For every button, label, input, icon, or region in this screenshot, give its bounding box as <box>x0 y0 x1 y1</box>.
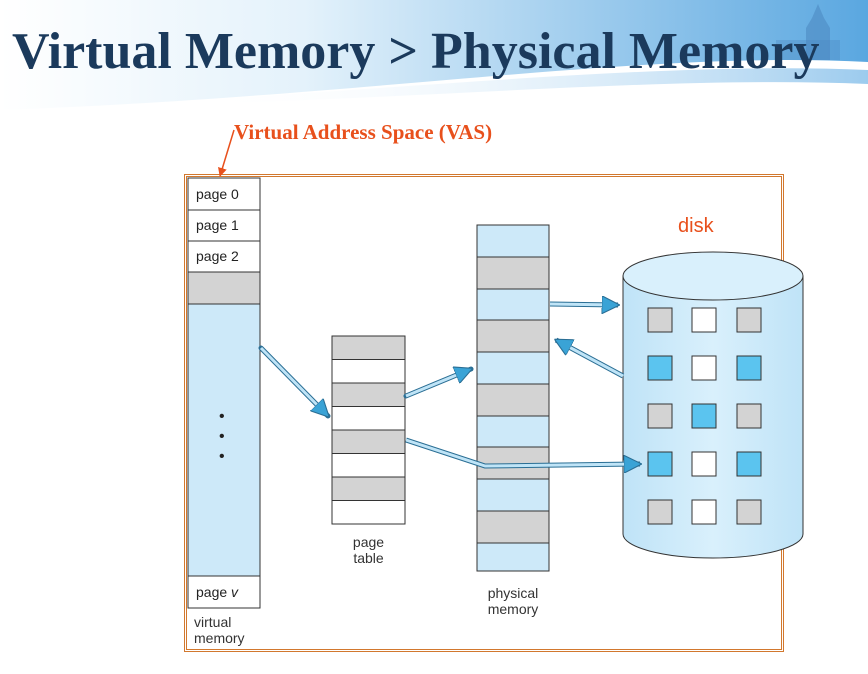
arrow-pm-to-disk <box>549 304 618 305</box>
physical-memory-column <box>476 224 550 572</box>
pm-frame-5 <box>476 510 550 544</box>
ellipsis-dot-3: • <box>219 448 225 465</box>
virtual-memory-caption: virtual memory <box>194 614 245 646</box>
pt-entry-4 <box>331 429 406 454</box>
vm-page-3 <box>187 271 261 305</box>
pt-entry-1 <box>331 359 406 384</box>
pt-entry-0 <box>331 335 406 360</box>
physical-memory-caption: physical memory <box>487 585 539 617</box>
header-banner <box>0 0 868 110</box>
disk-label: disk <box>678 215 714 237</box>
vm-page-1-label: page 1 <box>196 217 239 233</box>
pm-frame-3 <box>476 383 550 417</box>
vm-page-v <box>187 575 261 609</box>
vas-pointer-line <box>218 129 235 177</box>
pt-entry-7 <box>331 500 406 525</box>
pm-frame-1 <box>476 256 550 290</box>
virtual-memory-column <box>187 177 261 609</box>
arrow-vm-to-pt <box>259 346 328 416</box>
mapping-arrows <box>258 304 640 466</box>
page-table-caption: page table <box>352 534 385 566</box>
vm-page-0-label: page 0 <box>196 186 239 202</box>
pt-entry-5 <box>331 453 406 478</box>
pt-entry-6 <box>331 476 406 501</box>
vas-label: Virtual Address Space (VAS) <box>234 120 493 144</box>
vm-page-v-label: page v <box>196 584 239 600</box>
pt-entry-3 <box>331 406 406 431</box>
arrow-disk-to-pm <box>556 340 624 378</box>
vm-page-2 <box>187 240 261 273</box>
slide-title: Virtual Memory > Physical Memory <box>12 23 820 80</box>
arrow-pt-to-pm <box>405 369 471 398</box>
ellipsis-dot-2: • <box>219 428 225 445</box>
pt-entry-2 <box>331 382 406 407</box>
ellipsis-dot-1: • <box>219 408 225 425</box>
arrow-pt-to-disk <box>405 438 640 466</box>
tower-silhouette-icon <box>806 4 830 60</box>
vm-page-2-label: page 2 <box>196 248 239 264</box>
vm-page-0 <box>187 177 261 211</box>
pm-frame-2 <box>476 319 550 353</box>
disk-blocks <box>647 307 762 525</box>
page-table <box>331 335 406 525</box>
